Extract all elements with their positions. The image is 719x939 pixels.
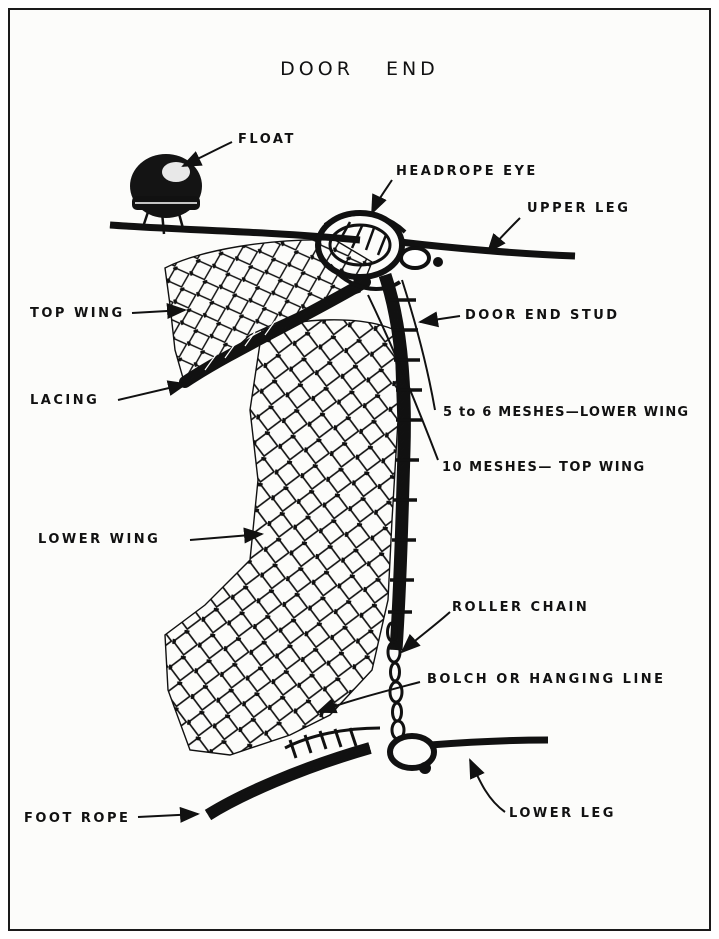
float-ball [130, 154, 202, 218]
lower-leg-rope [430, 740, 548, 745]
arrow-lacing [118, 384, 186, 400]
upper-leg-rope [400, 242, 575, 268]
shackle [390, 736, 434, 774]
label-lower-wing: LOWER WING [38, 532, 160, 547]
label-lower-leg: LOWER LEG [509, 806, 616, 821]
label-door-end-stud: DOOR END STUD [465, 308, 620, 323]
label-foot-rope: FOOT ROPE [24, 811, 130, 826]
arrow-float [183, 142, 232, 166]
label-headrope-eye: HEADROPE EYE [396, 164, 538, 179]
label-top-wing: TOP WING [30, 306, 125, 321]
arrow-lower-leg [470, 760, 505, 812]
label-lower-wing-meshes: 5 to 6 MESHES—LOWER WING [443, 405, 689, 420]
label-bolch-line: BOLCH OR HANGING LINE [427, 672, 666, 687]
label-float: FLOAT [238, 132, 296, 147]
label-roller-chain: ROLLER CHAIN [452, 600, 589, 615]
lower-wing-net [165, 320, 398, 755]
label-upper-leg: UPPER LEG [527, 201, 630, 216]
arrow-headrope-eye [372, 180, 392, 213]
arrow-door-end-stud [420, 316, 460, 322]
foot-rope [208, 748, 370, 815]
diagram-title: DOOR END [0, 58, 719, 80]
arrow-lower-wing [190, 534, 262, 540]
arrow-foot-rope [138, 814, 198, 817]
label-lacing: LACING [30, 393, 99, 408]
arrow-roller-chain [402, 612, 450, 652]
label-top-wing-meshes: 10 MESHES— TOP WING [442, 460, 646, 475]
arrow-upper-leg [488, 218, 520, 252]
